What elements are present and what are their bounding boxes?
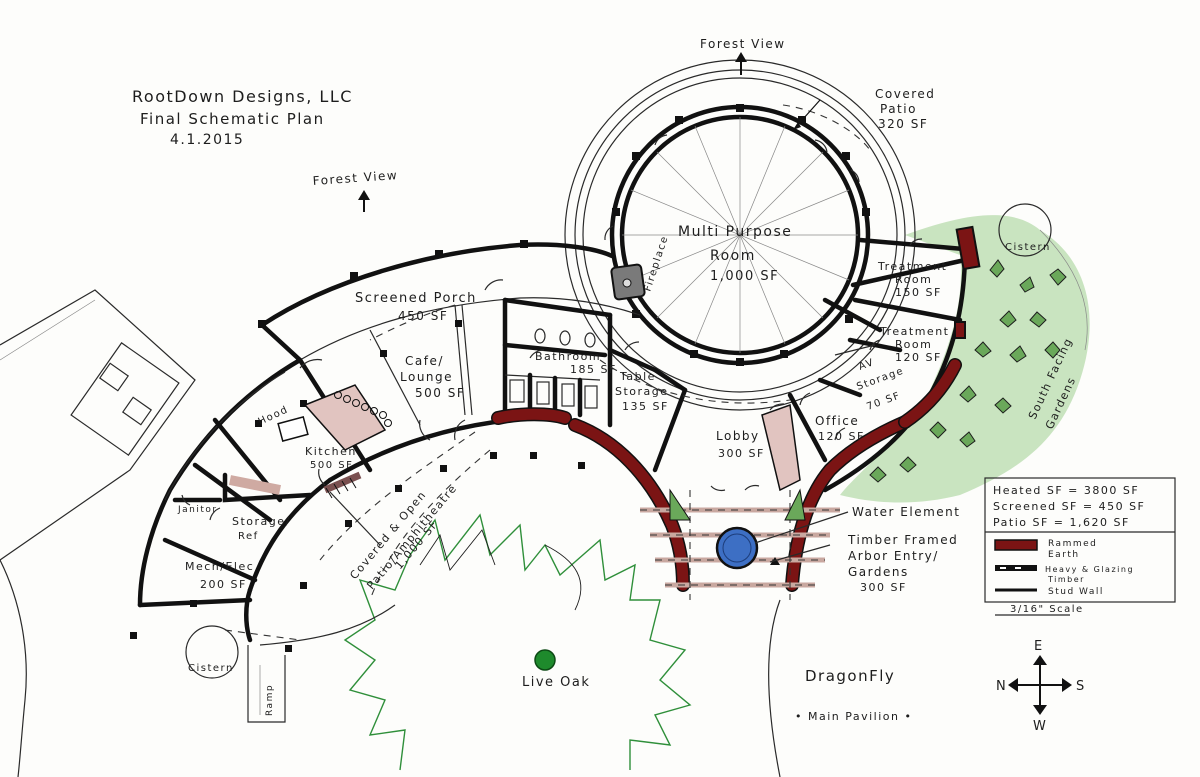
summary-patio: Patio SF = 1,620 SF [993, 516, 1130, 529]
cistern-right-icon [998, 203, 1052, 257]
compass-rose-icon [1008, 655, 1072, 715]
arbor-area: 300 SF [860, 581, 907, 594]
treatment-room-1-area: 150 SF [895, 286, 942, 299]
covered-patio-area: 320 SF [878, 117, 928, 131]
covered-patio-label-2: Patio [880, 102, 917, 116]
summary-heated: Heated SF = 3800 SF [993, 484, 1139, 497]
covered-patio-label: Covered [875, 87, 935, 101]
multipurpose-room-label-2: Room [710, 248, 756, 264]
summary-screened: Screened SF = 450 SF [993, 500, 1145, 513]
door-swings [181, 238, 923, 521]
av-storage-area: 70 SF [865, 390, 902, 412]
treatment-room-2-area: 120 SF [895, 351, 942, 364]
treatment-room-2-label-2: Room [895, 338, 932, 351]
arbor-label-3: Gardens [848, 565, 909, 579]
plan-date: 4.1.2015 [170, 132, 244, 148]
av-storage-label: AV [857, 357, 876, 373]
forest-view-arrow-left-icon [358, 190, 370, 212]
kitchen-counters [229, 384, 387, 499]
plan-title: Final Schematic Plan [140, 110, 325, 128]
compass-e: E [1034, 639, 1044, 654]
legend-box [984, 477, 1176, 616]
forest-view-left-label: Forest View [312, 168, 398, 188]
bathroom-area: 185 SF [570, 363, 617, 376]
legend-heavy-timber-2: Timber [1047, 575, 1085, 584]
scale-label: 3/16" Scale [1010, 604, 1084, 615]
table-storage-label: Table [619, 370, 656, 383]
arbor-label-1: Timber Framed [847, 533, 958, 547]
multipurpose-room-drawing [564, 59, 916, 411]
mech-elec-area: 200 SF [200, 578, 247, 591]
project-name: DragonFly [805, 667, 895, 685]
cistern-left-icon [185, 625, 239, 679]
office-area: 120 SF [818, 430, 865, 443]
company-name: RootDown Designs, LLC [132, 87, 353, 106]
arbor-label-2: Arbor Entry/ [848, 549, 939, 563]
cafe-seating [334, 391, 392, 427]
leader-lines [329, 491, 849, 563]
live-oak-canopy [343, 513, 692, 771]
legend-rammed-earth: Rammed [1048, 539, 1097, 549]
cistern-right-label: Cistern [1005, 242, 1051, 253]
legend-rammed-earth-2: Earth [1048, 550, 1080, 560]
legend-heavy-timber: Heavy & Glazing [1045, 565, 1134, 574]
screened-porch-label: Screened Porch [355, 291, 477, 306]
cistern-left-label: Cistern [188, 663, 234, 674]
lobby-area: 300 SF [718, 447, 765, 460]
compass-w: W [1033, 719, 1047, 734]
live-oak-label: Live Oak [522, 675, 590, 690]
cafe-area: 500 SF [415, 386, 465, 400]
lobby-partition [761, 403, 801, 492]
treatment-room-2-label: Treatment [879, 325, 949, 338]
ramp-label: Ramp [265, 684, 275, 716]
multipurpose-room-area: 1,000 SF [710, 269, 779, 284]
table-storage-label-2: Storage [615, 385, 669, 398]
compass-s: S [1076, 679, 1086, 694]
building-walls [137, 237, 978, 723]
mech-elec-label: Mech/Elec [185, 560, 254, 573]
live-oak-trunk-icon [534, 649, 556, 671]
fireplace-hearth [622, 278, 632, 288]
path-edge-east [768, 599, 781, 777]
cafe-label-2: Lounge [400, 370, 453, 384]
parking-area [0, 289, 196, 777]
forest-view-top-label: Forest View [700, 37, 786, 51]
office-label: Office [815, 414, 859, 428]
arbor-entry [640, 488, 840, 600]
kitchen-area: 500 SF [310, 460, 353, 471]
fireplace-label: Fireplace [642, 234, 670, 293]
table-storage-area: 135 SF [622, 400, 669, 413]
forest-view-arrow-top-icon [735, 52, 747, 75]
screened-porch-area: 450 SF [398, 309, 448, 323]
timber-posts [130, 240, 585, 652]
lobby-label: Lobby [716, 429, 760, 443]
bathroom-label: Bathroom [535, 350, 601, 363]
janitor-label: Janitor [177, 505, 218, 515]
multipurpose-room-label: Multi Purpose [678, 224, 792, 240]
legend-stud-wall: Stud Wall [1048, 587, 1104, 597]
cafe-label: Cafe/ [405, 354, 444, 368]
water-element-label: Water Element [852, 505, 960, 519]
storage-ref-label-2: Ref [238, 531, 259, 542]
project-subtitle: • Main Pavilion • [795, 710, 913, 723]
kitchen-label: Kitchen [305, 445, 357, 458]
storage-ref-label: Storage/ [232, 515, 291, 528]
treatment-room-1-label-2: Room [895, 273, 932, 286]
compass-n: N [996, 679, 1007, 694]
bathroom-fixtures [509, 328, 598, 409]
treatment-room-1-label: Treatment [877, 260, 947, 273]
